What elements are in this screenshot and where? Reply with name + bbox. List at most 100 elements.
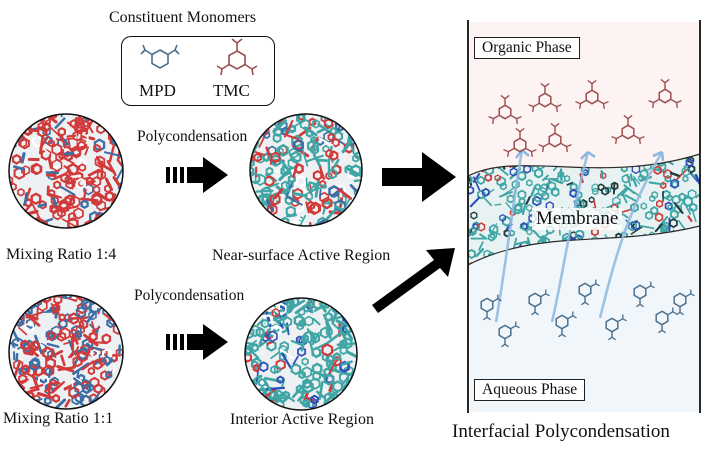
molecule-bond	[46, 342, 60, 348]
molecule-bond	[63, 165, 72, 172]
molecule-ring	[51, 303, 61, 314]
molecule-ring	[28, 343, 37, 354]
molecule-bond	[590, 283, 597, 288]
molecule-bond	[272, 119, 287, 134]
molecule-bond	[303, 126, 318, 137]
near-surface-region-label: Near-surface Active Region	[212, 247, 391, 264]
molecule-ring	[339, 114, 347, 123]
molecule-bond	[555, 105, 558, 113]
molecule-bond	[110, 209, 121, 221]
molecule-bond	[332, 345, 343, 352]
molecule-ring	[252, 363, 261, 373]
molecule-ring	[51, 159, 63, 172]
molecule-bond	[630, 225, 644, 235]
molecule-ring	[11, 153, 22, 165]
molecule-ring	[330, 220, 339, 226]
molecule-bond	[294, 224, 311, 226]
molecule-bond	[550, 102, 558, 108]
molecule-ring	[47, 139, 55, 148]
molecule-ring	[273, 393, 282, 404]
molecule-bond	[652, 98, 660, 104]
molecule-bond	[608, 336, 613, 341]
molecule-bond	[654, 223, 664, 233]
molecule-bond	[343, 198, 351, 212]
molecule-bond	[60, 354, 66, 367]
molecule-bond	[565, 145, 568, 153]
molecule-ring	[257, 192, 270, 207]
molecule-bond	[616, 186, 628, 198]
molecule-ring	[58, 198, 69, 211]
molecule-bond	[290, 339, 305, 347]
molecule-bond	[694, 173, 700, 185]
molecule-bond	[650, 285, 655, 289]
molecule-bond	[27, 314, 41, 327]
molecule-bond	[357, 139, 362, 152]
molecule-bond	[515, 117, 518, 125]
molecule-bond	[39, 135, 49, 149]
molecule-ring	[274, 312, 283, 323]
molecule-ring	[254, 114, 265, 124]
molecule-ring	[250, 212, 260, 224]
molecule-ring	[74, 115, 84, 127]
molecule-bond	[624, 194, 638, 203]
molecule-bond	[565, 144, 572, 148]
arrow-to-interface-top	[382, 152, 456, 202]
molecule-ring	[90, 348, 99, 359]
molecule-ring	[38, 373, 50, 386]
molecule-bond	[510, 325, 517, 330]
molecule-ring	[46, 331, 56, 341]
molecule-bond	[341, 137, 355, 154]
molecule-bond	[684, 202, 692, 215]
molecule-ring	[45, 357, 56, 370]
molecule-bond	[507, 147, 515, 153]
molecule-ring	[309, 377, 321, 390]
molecule-ring	[77, 350, 88, 363]
molecule-ring	[651, 191, 659, 199]
molecule-bond	[270, 351, 280, 360]
molecule-ring	[9, 381, 16, 390]
molecule-ring	[108, 116, 117, 128]
molecule-ring	[575, 229, 585, 240]
molecule-bond	[272, 169, 281, 173]
molecule-bond	[579, 102, 582, 110]
tmc-molecules	[488, 79, 682, 158]
molecule-bond	[633, 134, 641, 140]
molecule-ring	[12, 386, 24, 399]
molecule-ring	[292, 187, 303, 200]
molecule-bond	[676, 168, 687, 180]
molecule-ring	[270, 151, 281, 164]
ratio-1-1-label: Mixing Ratio 1:1	[3, 410, 114, 427]
molecule-bond	[572, 315, 577, 319]
molecule-ring	[468, 185, 475, 195]
molecule-bond	[81, 114, 87, 122]
molecule-bond	[271, 198, 275, 207]
molecule-ring	[534, 167, 544, 179]
molecule-bond	[117, 114, 123, 117]
molecule-ring	[297, 346, 307, 357]
molecule-bond	[510, 114, 518, 120]
molecule-ring	[91, 191, 103, 205]
molecule-ring	[93, 220, 102, 228]
molecule-ring	[331, 397, 343, 410]
molecule-ring	[58, 318, 68, 329]
molecule-bond	[528, 104, 535, 108]
molecule-bond	[44, 378, 48, 392]
molecule-bond	[560, 142, 568, 148]
molecule-ring	[685, 158, 694, 168]
molecule-bond	[326, 219, 334, 226]
molecule-ring	[250, 197, 255, 207]
molecule-bond	[679, 194, 688, 207]
molecule-ring	[14, 210, 23, 220]
molecule-ring	[9, 373, 14, 385]
molecule-ring	[296, 321, 304, 331]
molecule-bond	[245, 384, 252, 388]
molecule-ring	[499, 182, 507, 191]
molecule-ring	[80, 297, 92, 311]
molecule-ring	[106, 302, 114, 312]
molecule-bond	[349, 184, 360, 195]
molecule-bond	[99, 295, 110, 301]
molecule-ring	[52, 208, 63, 221]
molecule-bond	[545, 293, 550, 297]
molecule-ring	[342, 310, 354, 324]
molecule-bond	[469, 196, 481, 208]
